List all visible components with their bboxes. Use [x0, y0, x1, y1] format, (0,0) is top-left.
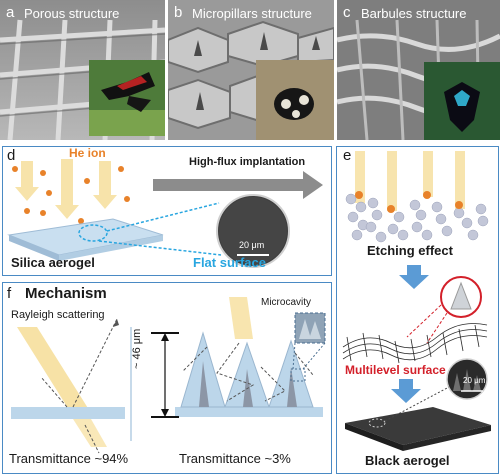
- panel-c-barbules: c Barbules structure: [336, 0, 500, 141]
- black-aerogel-label: Black aerogel: [365, 453, 450, 468]
- high-flux-label: High-flux implantation: [189, 156, 306, 168]
- beetle-photo: [256, 60, 334, 140]
- implantation-diagram: [7, 159, 323, 268]
- porous-title: Porous structure: [24, 6, 120, 21]
- mechanism-diagram: [11, 297, 326, 454]
- he-ion-label: He ion: [69, 146, 106, 160]
- rayleigh-scattering-label: Rayleigh scattering: [11, 309, 105, 321]
- barbules-title: Barbules structure: [361, 6, 467, 21]
- micropillars-title: Micropillars structure: [192, 6, 312, 21]
- multilevel-surface-label: Multilevel surface: [345, 363, 446, 377]
- panel-f-mechanism: f Mechanism Rayleigh scattering Microcav…: [2, 282, 332, 474]
- sem-scale-bar-label: 20 μm: [239, 240, 265, 250]
- panel-b-micropillars: b Micropillars structure: [167, 0, 335, 140]
- panel-letter-c: c: [343, 4, 351, 21]
- panel-letter-d: d: [7, 147, 16, 164]
- panel-e-process: e Etching effect Multilevel surface 20 μ…: [336, 146, 499, 474]
- sem-scale-bar-label-2: 20 μm: [463, 376, 486, 385]
- flat-surface-caption: Flat surface: [193, 255, 266, 270]
- microcavity-label: Microcavity: [261, 297, 312, 308]
- panel-letter-a: a: [6, 4, 15, 21]
- silica-aerogel-caption: Silica aerogel: [11, 255, 95, 270]
- height-label: ~ 46 μm: [131, 328, 143, 369]
- etching-process-diagram: [342, 151, 491, 451]
- panel-letter-e: e: [343, 147, 352, 164]
- panel-d-implantation: d He ion High-flux implantation 20 μm Si…: [2, 146, 332, 276]
- panel-letter-f: f: [7, 285, 12, 302]
- transmittance-right: Transmittance ~3%: [179, 451, 291, 466]
- mechanism-title: Mechanism: [25, 285, 107, 302]
- panel-letter-b: b: [174, 4, 183, 21]
- panel-a-porous: a Porous structure: [0, 0, 166, 141]
- butterfly-photo: [89, 60, 165, 136]
- transmittance-left: Transmittance ~94%: [9, 451, 129, 466]
- bird-photo: [424, 62, 500, 140]
- etching-effect-label: Etching effect: [367, 243, 453, 258]
